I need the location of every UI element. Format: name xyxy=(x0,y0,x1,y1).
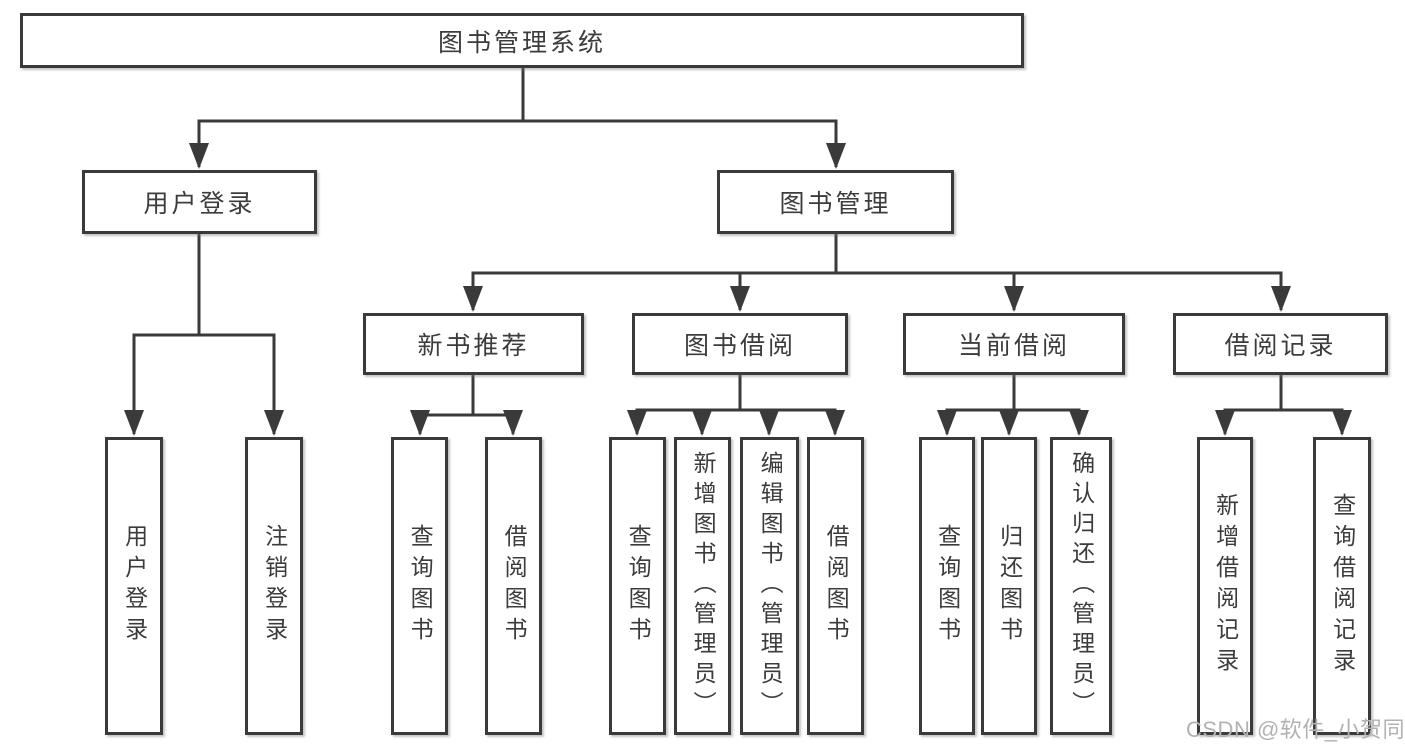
leaf-add-borrow-record: 新增借阅记录 xyxy=(1197,437,1253,735)
leaf-edit-book-label: 编辑图书（管理员） xyxy=(757,451,784,721)
leaf-edit-book: 编辑图书（管理员） xyxy=(740,437,799,735)
leaf-add-borrow-record-label: 新增借阅记录 xyxy=(1212,493,1239,679)
leaf-confirm-return: 确认归还（管理员） xyxy=(1050,437,1112,735)
node-root-label: 图书管理系统 xyxy=(437,28,606,57)
node-new-book-recommend: 新书推荐 xyxy=(363,313,584,375)
leaf-return-book-label: 归还图书 xyxy=(996,524,1023,648)
leaf-query-book-recommend-label: 查询图书 xyxy=(407,524,434,648)
leaf-query-book-borrow: 查询图书 xyxy=(609,437,666,735)
leaf-borrow-book: 借阅图书 xyxy=(807,437,864,735)
leaf-query-book-current: 查询图书 xyxy=(919,437,975,735)
leaf-user-login: 用户登录 xyxy=(105,437,163,735)
leaf-query-book-current-label: 查询图书 xyxy=(934,524,961,648)
node-book-borrow: 图书借阅 xyxy=(632,313,848,375)
leaf-query-book-borrow-label: 查询图书 xyxy=(625,524,652,648)
node-book-management: 图书管理 xyxy=(717,170,954,234)
leaf-borrow-book-label: 借阅图书 xyxy=(823,524,850,648)
leaf-return-book: 归还图书 xyxy=(981,437,1037,735)
node-borrow-records-label: 借阅记录 xyxy=(1224,332,1337,360)
node-user-login-label: 用户登录 xyxy=(143,190,256,218)
node-borrow-records: 借阅记录 xyxy=(1173,313,1388,375)
leaf-logout-label: 注销登录 xyxy=(261,524,288,648)
leaf-borrow-book-recommend-label: 借阅图书 xyxy=(501,524,528,648)
leaf-logout: 注销登录 xyxy=(245,437,303,735)
node-book-borrow-label: 图书借阅 xyxy=(683,332,796,360)
node-book-management-label: 图书管理 xyxy=(779,190,892,218)
leaf-borrow-book-recommend: 借阅图书 xyxy=(485,437,542,735)
watermark: CSDN @软件_小贺同学 xyxy=(1186,717,1405,742)
leaf-user-login-label: 用户登录 xyxy=(121,524,148,648)
leaf-add-book: 新增图书（管理员） xyxy=(674,437,731,735)
tree-connectors xyxy=(124,66,1352,436)
leaf-query-borrow-record: 查询借阅记录 xyxy=(1313,437,1371,735)
connector-trunk-lines xyxy=(132,66,1344,417)
leaf-query-borrow-record-label: 查询借阅记录 xyxy=(1329,493,1356,679)
leaf-query-book-recommend: 查询图书 xyxy=(391,437,448,735)
node-new-book-recommend-label: 新书推荐 xyxy=(417,332,530,360)
leaf-confirm-return-label: 确认归还（管理员） xyxy=(1068,451,1095,721)
leaf-add-book-label: 新增图书（管理员） xyxy=(690,451,717,721)
node-current-borrow: 当前借阅 xyxy=(903,313,1125,375)
node-user-login: 用户登录 xyxy=(82,170,317,234)
node-current-borrow-label: 当前借阅 xyxy=(957,332,1070,360)
node-root: 图书管理系统 xyxy=(20,13,1024,68)
